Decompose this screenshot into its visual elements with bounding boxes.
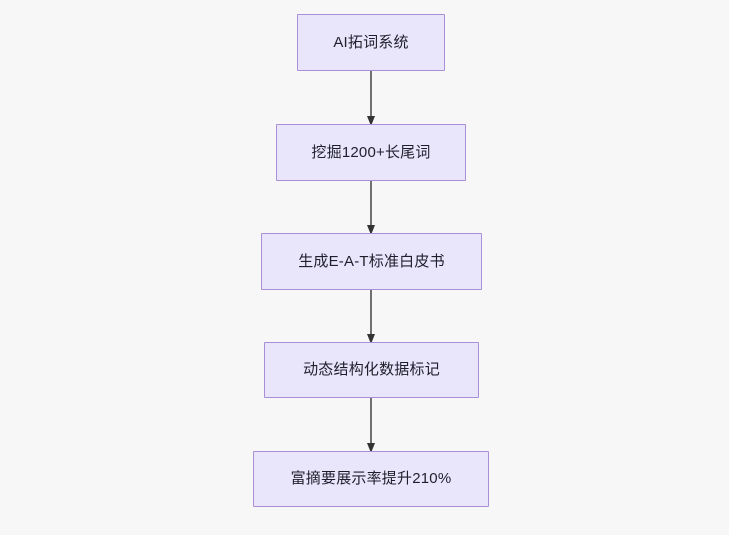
flow-node-label: 动态结构化数据标记 [303,361,440,378]
flow-node-mine-longtail-keywords[interactable]: 挖掘1200+长尾词 [276,124,466,181]
flow-node-rich-snippet-impression-lift[interactable]: 富摘要展示率提升210% [253,451,489,507]
flow-node-dynamic-structured-data-markup[interactable]: 动态结构化数据标记 [264,342,479,398]
flow-node-label: 生成E-A-T标准白皮书 [298,252,445,270]
flow-node-ai-keyword-system[interactable]: AI拓词系统 [297,14,445,71]
flow-node-label: AI拓词系统 [333,33,409,51]
flow-node-label: 富摘要展示率提升210% [290,470,452,487]
flow-node-label: 挖掘1200+长尾词 [311,143,431,161]
flow-node-generate-eat-whitepaper[interactable]: 生成E-A-T标准白皮书 [261,233,482,290]
